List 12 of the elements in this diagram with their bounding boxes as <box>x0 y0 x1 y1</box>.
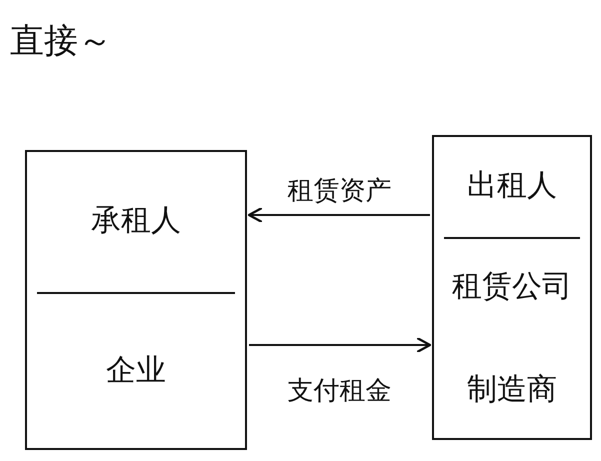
entity-box <box>432 135 592 440</box>
entity-box <box>25 150 247 450</box>
box-text: 租赁公司 <box>451 268 573 306</box>
box-heading: 承租人 <box>90 202 182 240</box>
edge-label: 租赁资产 <box>286 175 392 208</box>
title: 直接～ <box>10 20 112 63</box>
box-text: 制造商 <box>466 370 558 409</box>
arrow <box>248 206 430 224</box>
box-heading: 出租人 <box>466 167 558 205</box>
edge-label: 支付租金 <box>286 375 392 408</box>
box-text: 企业 <box>105 352 167 390</box>
arrow <box>249 336 432 354</box>
